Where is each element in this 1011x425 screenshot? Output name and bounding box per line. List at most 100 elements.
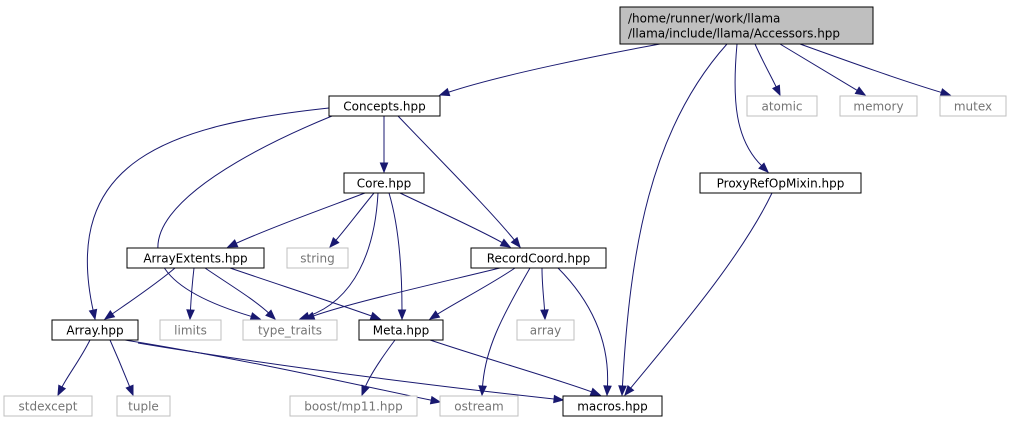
edge-accessors-to-atomic: [754, 43, 781, 97]
node-proxyref[interactable]: ProxyRefOpMixin.hpp: [699, 172, 862, 194]
node-box: [3, 395, 93, 417]
node-macros[interactable]: macros.hpp: [562, 395, 663, 417]
edge-line: [397, 115, 516, 242]
node-array-hpp[interactable]: Array.hpp: [51, 319, 139, 341]
edge-core-to-arrayextents: [226, 192, 366, 248]
edge-line: [307, 192, 379, 317]
node-arrayextents[interactable]: ArrayExtents.hpp: [126, 247, 265, 269]
node-box: [159, 319, 222, 341]
node-box: [343, 172, 425, 194]
node-box: [242, 319, 338, 341]
arrowhead-icon: [758, 162, 769, 173]
arrowhead-icon: [125, 384, 134, 397]
edge-line: [87, 107, 330, 312]
edge-line: [235, 192, 366, 245]
node-box: [470, 247, 607, 269]
node-label: /home/runner/work/llama: [628, 12, 780, 26]
edge-line: [111, 267, 176, 315]
node-array-std: array: [516, 319, 575, 341]
edge-core-to-meta: [388, 192, 407, 321]
edge-line: [436, 267, 516, 316]
edge-line: [229, 267, 373, 317]
edge-arrayextents-to-array_hpp: [103, 267, 176, 320]
node-box: [619, 6, 874, 45]
edge-line: [312, 267, 501, 317]
arrowhead-icon: [265, 309, 276, 320]
nodes-layer: /home/runner/work/llama/llama/include/ll…: [3, 6, 1007, 417]
node-label: macros.hpp: [577, 400, 648, 414]
edge-concepts-to-recordcoord: [397, 115, 521, 249]
node-box: [939, 95, 1007, 117]
edge-line: [189, 267, 195, 312]
arrowhead-icon: [186, 309, 195, 321]
node-label: limits: [174, 324, 207, 338]
node-tuple: tuple: [116, 395, 171, 417]
node-box: [116, 395, 171, 417]
node-box: [562, 395, 663, 417]
node-atomic: atomic: [746, 95, 818, 117]
arrowhead-icon: [438, 87, 451, 97]
edge-line: [364, 339, 396, 388]
edge-concepts-to-array_hpp: [87, 107, 330, 321]
edge-recordcoord-to-macros: [557, 267, 612, 397]
edge-line: [61, 339, 91, 389]
edge-accessors-to-concepts: [438, 43, 661, 97]
edge-line: [388, 192, 403, 312]
node-concepts[interactable]: Concepts.hpp: [328, 95, 441, 117]
node-type-traits: type_traits: [242, 319, 338, 341]
arrowhead-icon: [510, 236, 521, 249]
arrowhead-icon: [589, 387, 602, 396]
edge-line: [557, 267, 609, 388]
edge-line: [109, 339, 131, 388]
arrowhead-icon: [226, 239, 239, 248]
edge-arrayextents-to-limits: [186, 267, 195, 321]
node-recordcoord[interactable]: RecordCoord.hpp: [470, 247, 607, 269]
edge-meta-to-macros: [429, 339, 602, 396]
node-string: string: [286, 247, 349, 269]
arrowhead-icon: [369, 311, 382, 320]
node-mutex: mutex: [939, 95, 1007, 117]
edge-meta-to-mp11: [361, 339, 396, 397]
edge-line: [779, 43, 859, 92]
arrowhead-icon: [772, 84, 781, 97]
edge-accessors-to-memory: [779, 43, 867, 96]
node-memory: memory: [839, 95, 918, 117]
node-label: RecordCoord.hpp: [487, 252, 591, 266]
node-label: ProxyRefOpMixin.hpp: [717, 177, 845, 191]
arrowhead-icon: [103, 310, 116, 320]
node-box: [289, 395, 418, 417]
node-limits: limits: [159, 319, 222, 341]
arrowhead-icon: [57, 384, 67, 397]
arrowhead-icon: [303, 311, 316, 320]
node-label: string: [300, 252, 334, 266]
node-core[interactable]: Core.hpp: [343, 172, 425, 194]
arrowhead-icon: [429, 395, 442, 405]
edge-core-to-recordcoord: [399, 192, 512, 248]
node-accessors[interactable]: /home/runner/work/llama/llama/include/ll…: [619, 6, 874, 45]
edge-line: [734, 43, 763, 167]
node-box: [126, 247, 265, 269]
node-stdexcept: stdexcept: [3, 395, 93, 417]
arrowhead-icon: [88, 308, 98, 321]
arrowhead-icon: [618, 385, 627, 397]
node-meta[interactable]: Meta.hpp: [358, 319, 444, 341]
edge-line: [754, 43, 778, 89]
arrowhead-icon: [428, 310, 441, 320]
edge-accessors-to-macros: [618, 43, 728, 397]
edge-array_hpp-to-tuple: [109, 339, 134, 397]
edge-line: [482, 267, 531, 388]
edge-concepts-to-core: [379, 115, 389, 174]
node-label: Meta.hpp: [373, 324, 429, 338]
node-label: /llama/include/llama/Accessors.hpp: [628, 27, 840, 41]
edge-line: [137, 342, 556, 400]
edges-layer: [57, 43, 952, 405]
edge-accessors-to-mutex: [799, 43, 952, 97]
node-label: type_traits: [258, 324, 322, 338]
node-label: ArrayExtents.hpp: [143, 252, 247, 266]
node-box: [286, 247, 349, 269]
node-box: [516, 319, 575, 341]
node-label: atomic: [761, 100, 802, 114]
arrowhead-icon: [397, 309, 407, 321]
node-label: array: [530, 324, 561, 338]
edge-line: [204, 267, 270, 314]
